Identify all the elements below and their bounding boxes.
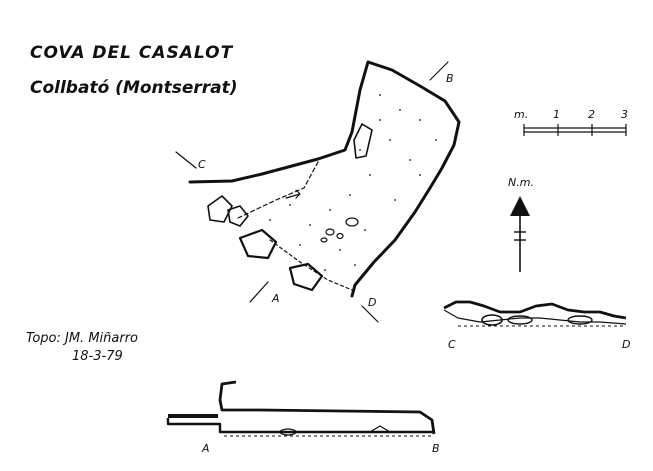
plan-outer-wall: [188, 60, 461, 298]
cut-line-c: [175, 151, 197, 169]
cave-location: Collbató (Montserrat): [30, 78, 238, 98]
label-c: C: [198, 158, 206, 171]
small-stones: [320, 217, 359, 243]
section-a-b: [166, 380, 436, 437]
scale-tick-1: 1: [553, 108, 560, 121]
scale-tick-2: 2: [588, 108, 595, 121]
boulder-4: [288, 262, 324, 292]
cut-line-b: [429, 61, 449, 81]
north-label: N.m.: [508, 176, 534, 189]
section-label-c: C: [448, 338, 456, 351]
cut-line-a: [249, 281, 269, 303]
cut-line-d: [361, 305, 379, 323]
label-d: D: [368, 296, 376, 309]
floor-stipple: [269, 94, 437, 271]
boulder-1: [207, 195, 233, 223]
plan-view: [175, 60, 461, 323]
north-arrow-icon: [510, 196, 530, 272]
scale-unit: m.: [514, 108, 528, 121]
scale-tick-3: 3: [621, 108, 628, 121]
boulder-upper: [353, 123, 373, 159]
survey-date: 18-3-79: [72, 349, 123, 364]
boulder-2: [227, 205, 249, 227]
label-b: B: [446, 72, 454, 85]
plan-inner-edge: [237, 161, 319, 219]
section-c-d: [443, 300, 627, 327]
surveyor-credit: Topo: JM. Miñarro: [26, 331, 138, 346]
section-label-b: B: [432, 442, 440, 455]
boulder-3: [238, 228, 278, 260]
section-label-a: A: [201, 442, 210, 455]
scale-bar: [523, 124, 627, 136]
flow-arrow: [285, 189, 301, 199]
cave-title: COVA DEL CASALOT: [30, 43, 234, 63]
label-a: A: [271, 292, 280, 305]
plan-lower-edge: [269, 239, 353, 291]
section-label-d: D: [622, 338, 630, 351]
